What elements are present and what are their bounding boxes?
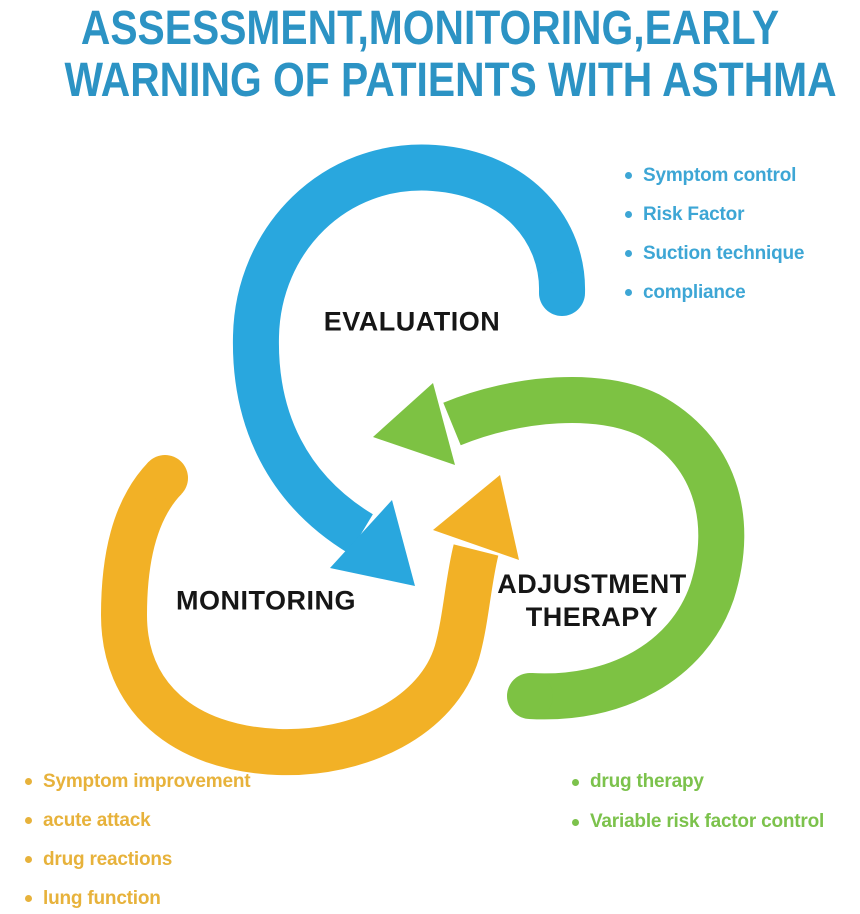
adjustment-therapy-label-line1: ADJUSTMENT xyxy=(497,569,687,599)
bullet-icon xyxy=(25,895,32,902)
monitoring-arrow-stub xyxy=(142,455,188,501)
list-item-label: drug reactions xyxy=(43,848,173,870)
monitoring-list: Symptom improvement acute attack drug re… xyxy=(25,762,251,914)
list-item: compliance xyxy=(625,273,804,312)
adjustment-arrowhead-icon xyxy=(373,383,455,465)
list-item-label: compliance xyxy=(643,281,746,303)
list-item: Suction technique xyxy=(625,234,804,273)
list-item: drug reactions xyxy=(25,840,250,879)
monitoring-arrow-band xyxy=(100,462,499,776)
evaluation-label: EVALUATION xyxy=(323,306,501,337)
adjustment-therapy-label: ADJUSTMENT THERAPY xyxy=(497,568,687,634)
list-item: Variable risk factor control xyxy=(572,802,824,842)
monitoring-arrow xyxy=(100,455,519,776)
bullet-icon xyxy=(625,289,632,296)
adjustment-arrow-band xyxy=(443,377,745,720)
list-item: Risk Factor xyxy=(625,195,804,234)
bullet-icon xyxy=(625,211,632,218)
evaluation-arrow-band xyxy=(232,144,586,554)
adjustment-arrow-stub xyxy=(507,673,553,719)
list-item-label: Symptom control xyxy=(643,164,797,186)
bullet-icon xyxy=(625,172,632,179)
list-item-label: Suction technique xyxy=(643,242,805,264)
bullet-icon xyxy=(572,818,579,826)
bullet-icon xyxy=(25,856,32,863)
adjustment-list: drug therapy Variable risk factor contro… xyxy=(572,762,824,842)
list-item-label: Risk Factor xyxy=(643,203,745,225)
list-item: Symptom improvement xyxy=(25,762,251,801)
monitoring-arrowhead-icon xyxy=(433,475,519,560)
adjustment-arrow xyxy=(373,377,745,720)
adjustment-therapy-label-line2: THERAPY xyxy=(525,602,659,632)
list-item-label: drug therapy xyxy=(590,771,704,792)
list-item: drug therapy xyxy=(572,762,824,802)
page-title: ASSESSMENT,MONITORING,EARLY WARNING OF P… xyxy=(64,0,837,107)
bullet-icon xyxy=(625,250,632,257)
list-item: lung function xyxy=(25,879,250,914)
evaluation-list: Symptom control Risk Factor Suction tech… xyxy=(625,156,804,312)
page-title-line2: WARNING OF PATIENTS WITH ASTHMA xyxy=(64,54,837,107)
list-item-label: Variable risk factor control xyxy=(590,811,825,832)
page-title-line1: ASSESSMENT,MONITORING,EARLY xyxy=(80,2,780,55)
list-item: acute attack xyxy=(25,801,250,840)
monitoring-label: MONITORING xyxy=(176,585,356,616)
list-item-label: lung function xyxy=(43,887,161,909)
list-item: Symptom control xyxy=(625,156,804,195)
list-item-label: acute attack xyxy=(43,809,151,831)
bullet-icon xyxy=(25,778,32,785)
list-item-label: Symptom improvement xyxy=(43,770,251,792)
bullet-icon xyxy=(572,778,579,786)
evaluation-arrowhead-icon xyxy=(330,500,415,586)
evaluation-arrow xyxy=(232,144,586,586)
bullet-icon xyxy=(25,817,32,824)
evaluation-arrow-stub xyxy=(539,270,585,316)
